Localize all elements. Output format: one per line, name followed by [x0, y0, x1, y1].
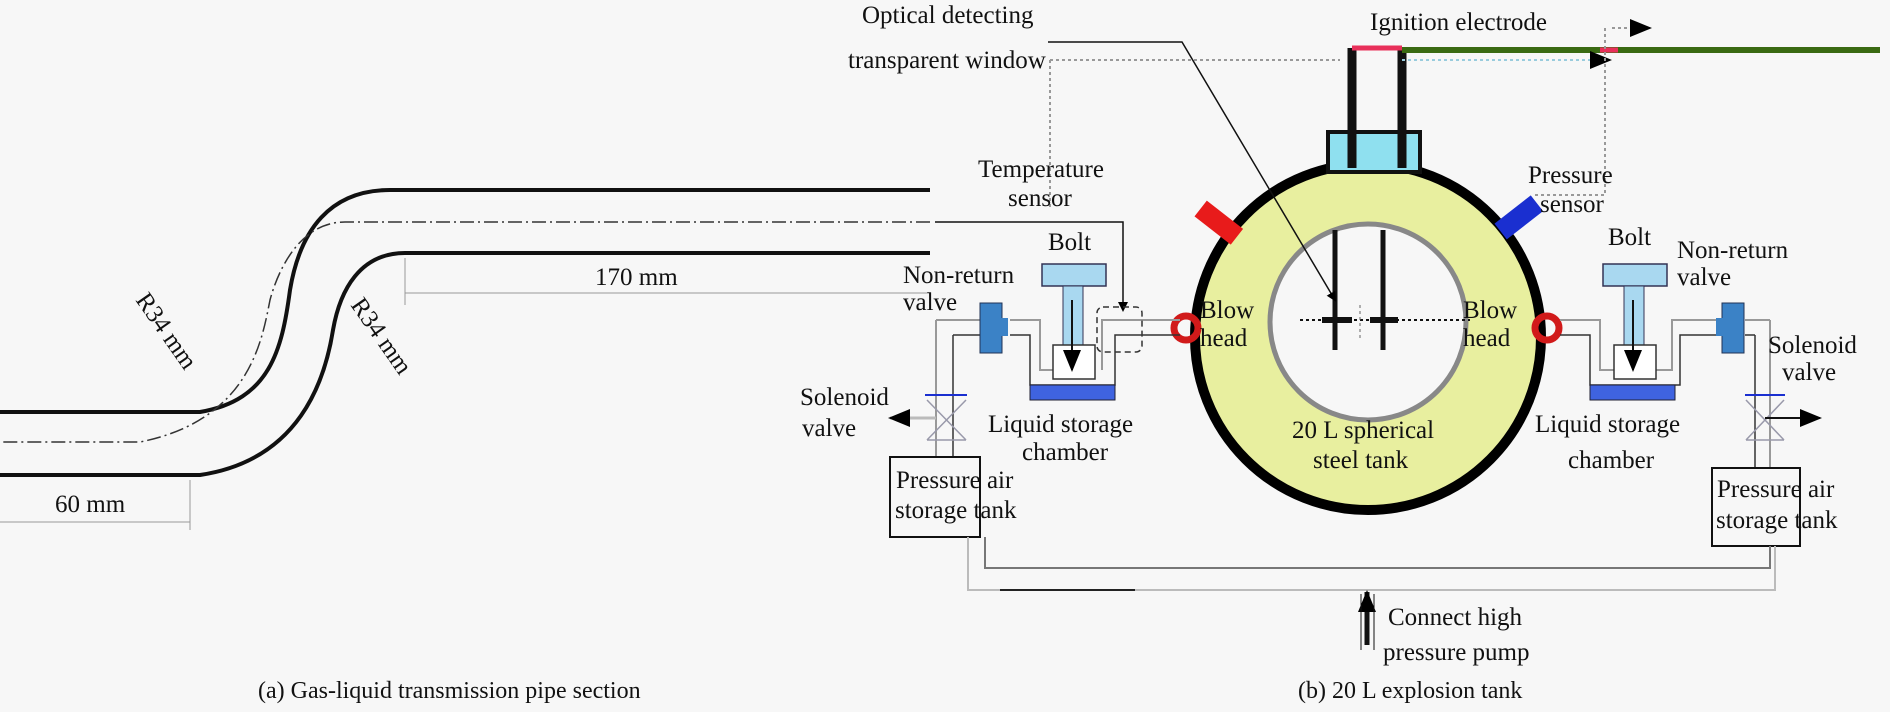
label-blowhead-left-1: Blow	[1200, 297, 1254, 324]
label-temp-2: sensor	[1008, 185, 1073, 212]
nonreturn-valve-left	[979, 302, 1003, 354]
label-airtank-right-1: Pressure air	[1717, 476, 1835, 503]
temperature-sensor	[1194, 200, 1244, 245]
left-plumbing	[888, 221, 1180, 538]
blow-head-left	[1170, 312, 1202, 344]
pipe-centerline	[0, 221, 930, 443]
label-liquid-right-2: chamber	[1568, 447, 1655, 474]
label-pressure-2: sensor	[1540, 191, 1605, 218]
solenoid-valve-left	[926, 399, 967, 441]
label-solenoid-left-2: valve	[802, 415, 856, 442]
blow-head-right	[1531, 312, 1563, 344]
pressure-line-inner	[984, 537, 1771, 569]
label-tank-2: steel tank	[1313, 447, 1409, 474]
pipe-wall-lower	[0, 251, 930, 477]
label-pump-1: Connect high	[1388, 604, 1523, 631]
label-temp-1: Temperature	[978, 156, 1104, 183]
label-nonreturn-right-1: Non-return	[1677, 237, 1789, 264]
right-plumbing	[1560, 263, 1822, 547]
label-optical-1: Optical detecting	[862, 2, 1034, 29]
pressure-line-outer	[967, 537, 1776, 591]
label-solenoid-right-2: valve	[1782, 359, 1836, 386]
label-tank-1: 20 L spherical	[1292, 417, 1434, 444]
radius-right-label: R34 mm	[345, 293, 417, 380]
label-pressure-1: Pressure	[1528, 162, 1613, 189]
label-liquid-left-2: chamber	[1022, 439, 1109, 466]
bolt-right-head	[1602, 263, 1668, 287]
pressure-sensor	[1494, 195, 1544, 240]
label-optical-2: transparent window	[848, 47, 1046, 74]
liquid-chamber-left	[1029, 384, 1116, 401]
label-pump-2: pressure pump	[1383, 639, 1530, 666]
air-tank-right	[1711, 467, 1801, 547]
radius-left-label: R34 mm	[130, 288, 202, 375]
label-solenoid-left-1: Solenoid	[800, 384, 889, 411]
label-blowhead-right-2: head	[1463, 325, 1511, 352]
label-airtank-left-1: Pressure air	[896, 467, 1014, 494]
nonreturn-valve-right	[1721, 302, 1745, 354]
air-tank-left	[889, 456, 981, 538]
optical-window	[1267, 221, 1469, 423]
label-liquid-left-1: Liquid storage	[988, 411, 1133, 438]
label-bolt-left: Bolt	[1048, 229, 1091, 256]
label-airtank-right-2: storage tank	[1716, 507, 1838, 534]
label-ignition: Ignition electrode	[1370, 9, 1547, 36]
label-nonreturn-right-2: valve	[1677, 264, 1731, 291]
label-liquid-right-1: Liquid storage	[1535, 411, 1680, 438]
label-airtank-left-2: storage tank	[895, 497, 1017, 524]
label-nonreturn-left-2: valve	[903, 289, 957, 316]
pipe-wall-upper	[0, 188, 930, 414]
label-nonreturn-left-1: Non-return	[903, 262, 1015, 289]
caption-a: (a) Gas-liquid transmission pipe section	[258, 678, 641, 704]
explosion-tank-figure: Optical detecting transparent window Ign…	[800, 2, 1880, 704]
label-blowhead-left-2: head	[1200, 325, 1248, 352]
caption-b: (b) 20 L explosion tank	[1298, 678, 1522, 704]
liquid-chamber-right	[1589, 384, 1676, 401]
pipe-section-figure: 170 mm 60 mm R34 mm R34 mm (a) Gas-liqui…	[0, 188, 930, 704]
label-solenoid-right-1: Solenoid	[1768, 332, 1857, 359]
label-bolt-right: Bolt	[1608, 224, 1651, 251]
label-blowhead-right-1: Blow	[1463, 297, 1517, 324]
solenoid-valve-right	[1745, 399, 1785, 441]
dim-170-label: 170 mm	[595, 264, 678, 291]
bolt-left-head	[1041, 263, 1107, 287]
dim-60-label: 60 mm	[55, 491, 126, 518]
optical-window-pointer	[1048, 41, 1337, 302]
